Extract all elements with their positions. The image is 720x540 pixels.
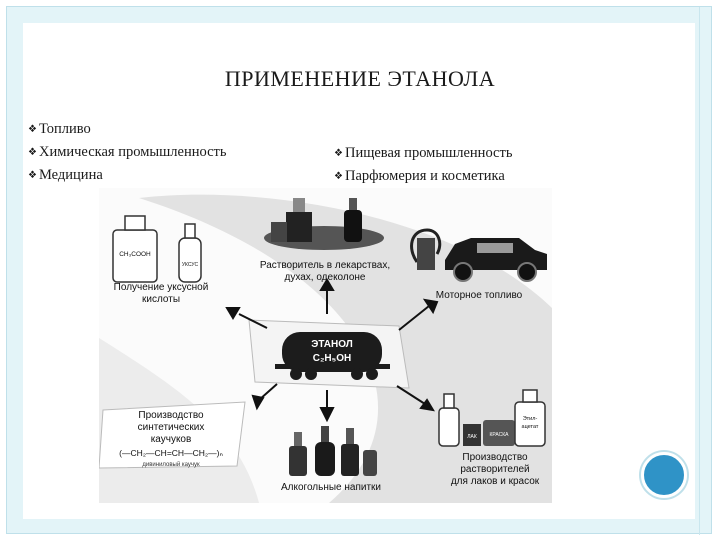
lacquer-label: ЛАК bbox=[467, 434, 477, 440]
drinks-caption: Алкогольные напитки bbox=[281, 482, 381, 493]
decorative-circle bbox=[641, 452, 687, 498]
acid-small-bottle-label: УКСУС bbox=[182, 262, 199, 268]
bullet-marker-icon: ❖ bbox=[334, 148, 343, 159]
bullet-marker-icon: ❖ bbox=[28, 147, 37, 158]
acid-caption-line1: Получение уксусной bbox=[114, 282, 209, 293]
frame-edge-line bbox=[699, 7, 700, 535]
solvent-caption-line3: для лаков и красок bbox=[451, 476, 540, 487]
ethanol-tank-icon: ЭТАНОЛ C₂H₅OH bbox=[248, 319, 410, 389]
rubber-formula: (—CH₂—CH=CH—CH₂—)ₙ bbox=[119, 448, 223, 458]
rubber-caption-line2: синтетических bbox=[138, 422, 205, 433]
bullet-marker-icon: ❖ bbox=[28, 124, 37, 135]
acid-bottle-label: CH₃COOH bbox=[119, 251, 151, 258]
acetic-acid-bottles-icon: CH₃COOH УКСУС bbox=[112, 215, 202, 283]
ethanol-uses-diagram: ЭТАНОЛ C₂H₅OH bbox=[98, 188, 552, 503]
ethyl-acetate-label-line2: ацетат bbox=[522, 424, 539, 430]
rubber-caption-line1: Производство bbox=[138, 410, 204, 421]
alcoholic-drinks-icon bbox=[289, 426, 377, 476]
rubber-production-box bbox=[98, 401, 246, 469]
diagram-svg: ЭТАНОЛ C₂H₅OH bbox=[98, 194, 552, 503]
arrow-downright-icon bbox=[396, 385, 426, 405]
arrow-upleft-icon bbox=[238, 313, 268, 329]
arrow-upright-icon bbox=[398, 305, 430, 331]
bullet-item: ❖Парфюмерия и косметика bbox=[334, 168, 505, 184]
perfume-caption-line2: духах, одеколоне bbox=[284, 272, 365, 283]
fuel-pump-icon bbox=[410, 228, 442, 270]
bullet-item: ❖Пищевая промышленность bbox=[334, 145, 513, 161]
bullet-marker-icon: ❖ bbox=[28, 170, 37, 181]
bullet-item: ❖Медицина bbox=[28, 167, 103, 183]
bullet-list-right: ❖Пищевая промышленность ❖Парфюмерия и ко… bbox=[334, 142, 512, 188]
ethyl-acetate-label-line1: Этил- bbox=[523, 416, 538, 422]
bullet-marker-icon: ❖ bbox=[334, 171, 343, 182]
rubber-caption-line3: каучуков bbox=[151, 434, 192, 445]
bullet-list-left: ❖Топливо ❖Химическая промышленность ❖Мед… bbox=[28, 118, 226, 187]
solvent-bottles-icon: ЛАК КРАСКА Этил- ацетат bbox=[438, 389, 546, 447]
acid-caption-line2: кислоты bbox=[142, 294, 180, 305]
slide-title: ПРИМЕНЕНИЕ ЭТАНОЛА bbox=[224, 66, 496, 91]
perfume-caption-line1: Растворитель в лекарствах, bbox=[260, 260, 390, 271]
arrows bbox=[225, 278, 439, 423]
solvent-caption-line2: растворителей bbox=[460, 464, 529, 475]
perfume-medicine-icon bbox=[264, 198, 384, 250]
car-icon bbox=[445, 238, 547, 282]
rubber-sub-caption: дивиниловый каучук bbox=[142, 461, 200, 468]
bullet-item: ❖Химическая промышленность bbox=[28, 144, 227, 160]
fuel-caption: Моторное топливо bbox=[436, 290, 523, 301]
paint-label: КРАСКА bbox=[490, 432, 510, 438]
tank-label: ЭТАНОЛ bbox=[311, 339, 353, 350]
tank-formula: C₂H₅OH bbox=[313, 353, 351, 364]
bullet-item: ❖Топливо bbox=[28, 121, 91, 137]
solvent-caption-line1: Производство bbox=[462, 452, 528, 463]
